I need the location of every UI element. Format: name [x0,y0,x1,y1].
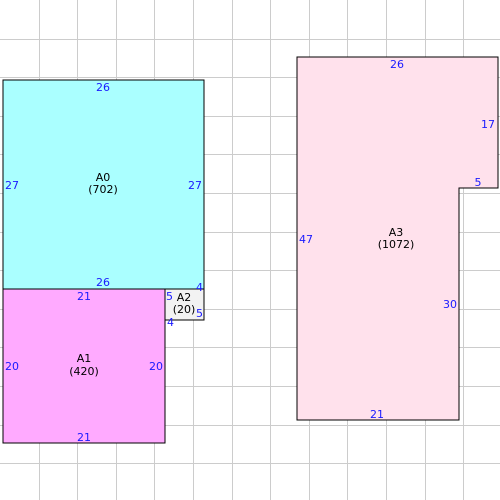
area-a1-name: A1 [77,352,92,365]
area-a2-dim-left: 5 [166,290,173,303]
area-a3-shape[interactable] [296,56,499,421]
area-a2-dim-top: 4 [196,281,203,294]
area-a3-dim-right-lower: 30 [443,298,457,311]
area-a1[interactable]: A1 (420) 21 20 20 21 [2,288,166,444]
area-a1-value: (420) [69,365,99,378]
area-a3[interactable]: A3 (1072) 26 17 5 30 47 21 [296,56,499,421]
area-a2-shape[interactable] [164,288,205,321]
area-a1-dim-left: 20 [5,360,19,373]
area-a0-dim-bottom: 26 [96,276,110,289]
area-a1-dim-bottom: 21 [77,431,91,444]
area-a2-value: (20) [173,303,196,316]
area-a0[interactable]: A0 (702) 26 27 27 26 [2,79,205,290]
area-a2-dim-right: 5 [196,307,203,320]
area-a0-dim-left: 27 [5,179,19,192]
area-a2-dim-bottom: 4 [167,316,174,329]
area-a1-dim-right: 20 [149,360,163,373]
area-a2[interactable]: A2 (20) 5 4 5 4 [164,281,205,329]
area-a0-name: A0 [96,171,111,184]
area-a3-dim-step: 5 [475,176,482,189]
area-a1-dim-top: 21 [77,290,91,303]
area-a0-dim-right: 27 [188,179,202,192]
area-a2-name: A2 [177,291,192,304]
area-a0-dim-top: 26 [96,81,110,94]
area-a3-dim-bottom: 21 [370,408,384,421]
area-a3-dim-top: 26 [390,58,404,71]
area-a3-name: A3 [389,226,404,239]
area-a3-dim-left: 47 [299,233,313,246]
area-a3-value: (1072) [378,238,415,251]
area-a3-dim-right-upper: 17 [481,118,495,131]
area-a0-value: (702) [88,183,118,196]
area-a1-shape[interactable] [2,288,166,444]
